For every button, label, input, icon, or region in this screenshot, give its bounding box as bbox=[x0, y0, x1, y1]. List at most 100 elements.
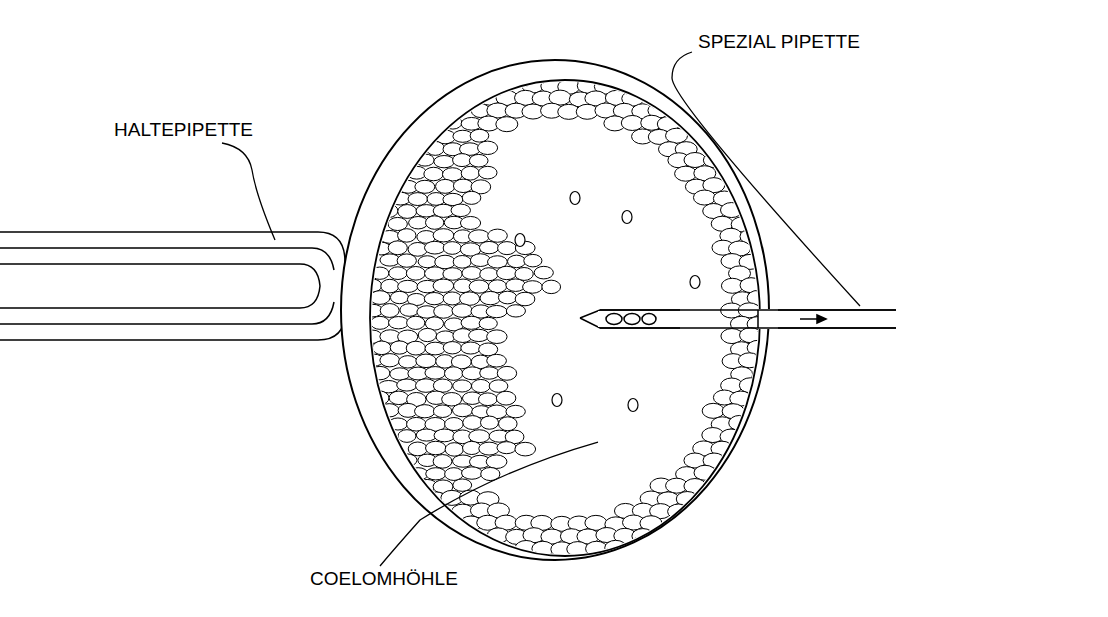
cell bbox=[443, 242, 461, 255]
cell bbox=[720, 203, 742, 218]
cell bbox=[515, 268, 533, 281]
cell bbox=[443, 268, 462, 281]
cell bbox=[372, 341, 390, 355]
cell bbox=[445, 418, 464, 431]
cell bbox=[443, 342, 461, 354]
holding-pipette bbox=[0, 232, 345, 340]
cell bbox=[436, 179, 455, 193]
cell bbox=[444, 116, 462, 129]
cell bbox=[406, 341, 425, 355]
cell bbox=[434, 156, 455, 168]
cell bbox=[453, 130, 473, 142]
cell bbox=[426, 141, 444, 155]
cell bbox=[488, 229, 508, 242]
free-cells bbox=[515, 192, 700, 412]
cell bbox=[390, 291, 408, 303]
cell bbox=[463, 416, 482, 430]
leader-lines bbox=[222, 52, 860, 566]
free-cell bbox=[690, 276, 700, 289]
cell bbox=[463, 441, 481, 454]
leader-line bbox=[380, 442, 598, 566]
cell bbox=[497, 266, 517, 279]
cell bbox=[370, 366, 390, 379]
cell bbox=[408, 442, 427, 456]
cell bbox=[542, 280, 561, 293]
cell bbox=[739, 378, 761, 393]
cell bbox=[694, 465, 716, 480]
cell bbox=[452, 404, 472, 417]
free-cell bbox=[622, 211, 632, 224]
cell bbox=[479, 343, 498, 356]
cell bbox=[487, 330, 507, 344]
cell bbox=[470, 129, 489, 142]
cell bbox=[388, 317, 408, 329]
cell bbox=[478, 141, 498, 154]
cell bbox=[415, 405, 435, 418]
cell bbox=[408, 193, 428, 206]
cell bbox=[425, 216, 443, 229]
leader-line bbox=[222, 143, 275, 240]
cell bbox=[415, 180, 435, 193]
cell bbox=[388, 418, 407, 430]
cell bbox=[469, 280, 489, 293]
cell bbox=[390, 368, 410, 380]
cell bbox=[479, 241, 498, 253]
cell bbox=[738, 353, 760, 368]
cell bbox=[684, 153, 706, 168]
cell bbox=[461, 342, 481, 354]
free-cell bbox=[515, 234, 525, 247]
cell bbox=[451, 204, 470, 217]
free-cell bbox=[628, 399, 638, 412]
cell bbox=[480, 291, 501, 304]
cell bbox=[496, 391, 516, 405]
cell bbox=[424, 241, 445, 254]
inner-membrane bbox=[370, 80, 760, 556]
cell bbox=[460, 292, 480, 305]
cell bbox=[371, 316, 390, 329]
cell bbox=[424, 293, 444, 305]
cell bbox=[371, 267, 389, 279]
cell bbox=[406, 267, 425, 281]
cell bbox=[397, 254, 416, 267]
part-label: SPEZIAL PIPETTE bbox=[696, 32, 862, 53]
cell bbox=[632, 529, 654, 544]
cell bbox=[508, 255, 526, 267]
cell bbox=[418, 328, 436, 341]
cell bbox=[605, 540, 627, 555]
cell bbox=[453, 380, 472, 392]
cell bbox=[379, 204, 398, 217]
cell bbox=[469, 329, 489, 341]
cell bbox=[515, 292, 535, 306]
cell bbox=[424, 167, 443, 180]
cell bbox=[489, 380, 508, 392]
cell bbox=[621, 115, 643, 130]
cell bbox=[418, 256, 437, 268]
cell bbox=[445, 443, 463, 456]
cell bbox=[487, 354, 507, 367]
cell bbox=[389, 267, 407, 280]
cell bbox=[515, 442, 536, 456]
cell bbox=[426, 441, 446, 454]
cell bbox=[434, 429, 455, 442]
cell bbox=[380, 404, 399, 417]
cell bbox=[702, 403, 724, 418]
cell bbox=[497, 442, 516, 454]
cell bbox=[398, 229, 416, 242]
cell bbox=[462, 267, 482, 280]
part-label: HALTEPIPETTE bbox=[112, 120, 255, 141]
cell bbox=[497, 366, 516, 380]
cell bbox=[498, 291, 516, 304]
cell bbox=[468, 230, 489, 243]
cell bbox=[478, 166, 497, 179]
cell bbox=[453, 179, 472, 192]
cell bbox=[433, 405, 451, 418]
cell bbox=[388, 241, 407, 255]
cell bbox=[486, 305, 507, 317]
cell bbox=[397, 379, 417, 391]
cell bbox=[433, 229, 454, 242]
cell bbox=[445, 468, 463, 481]
cell bbox=[498, 242, 517, 255]
cell bbox=[534, 266, 553, 279]
cell bbox=[668, 504, 690, 519]
cell bbox=[433, 379, 452, 392]
